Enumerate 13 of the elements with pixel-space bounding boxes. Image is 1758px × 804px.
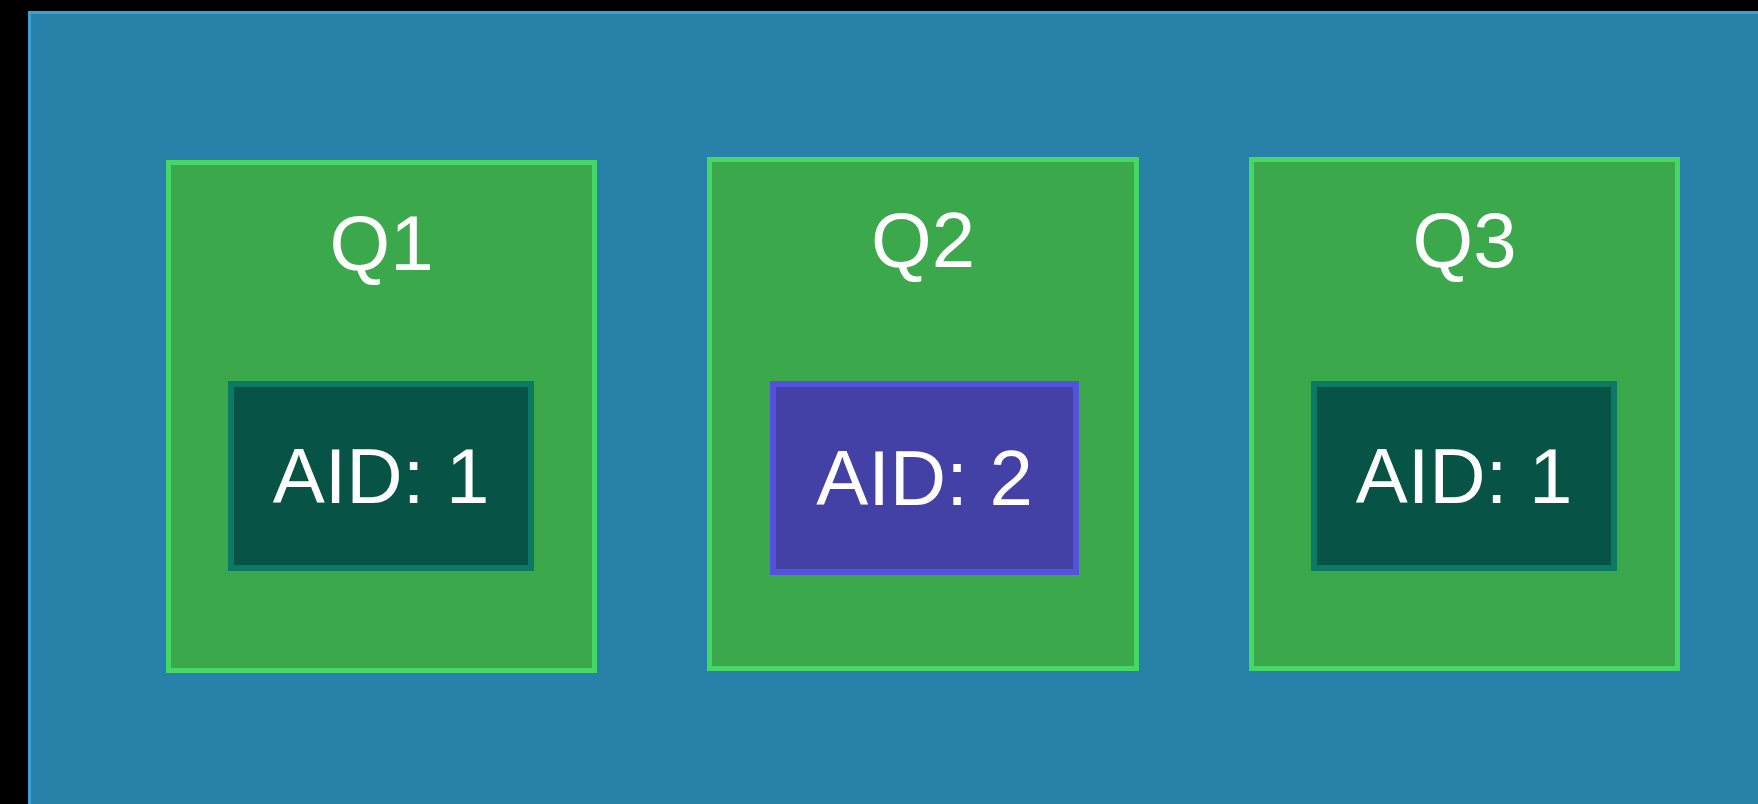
id-box: [228, 381, 534, 571]
id-box: [1311, 381, 1617, 571]
id-label: AID: 1: [271, 431, 491, 522]
container-panel: [28, 11, 1758, 804]
queue-box: [707, 157, 1139, 671]
queue-box: [166, 160, 597, 673]
id-box: [770, 381, 1079, 575]
queue-title: Q2: [869, 195, 977, 286]
queue-box: [1249, 157, 1680, 671]
queue-title: Q1: [328, 198, 435, 289]
id-label: AID: 2: [815, 433, 1034, 524]
id-label: AID: 1: [1354, 431, 1574, 522]
queue-title: Q3: [1411, 195, 1518, 286]
